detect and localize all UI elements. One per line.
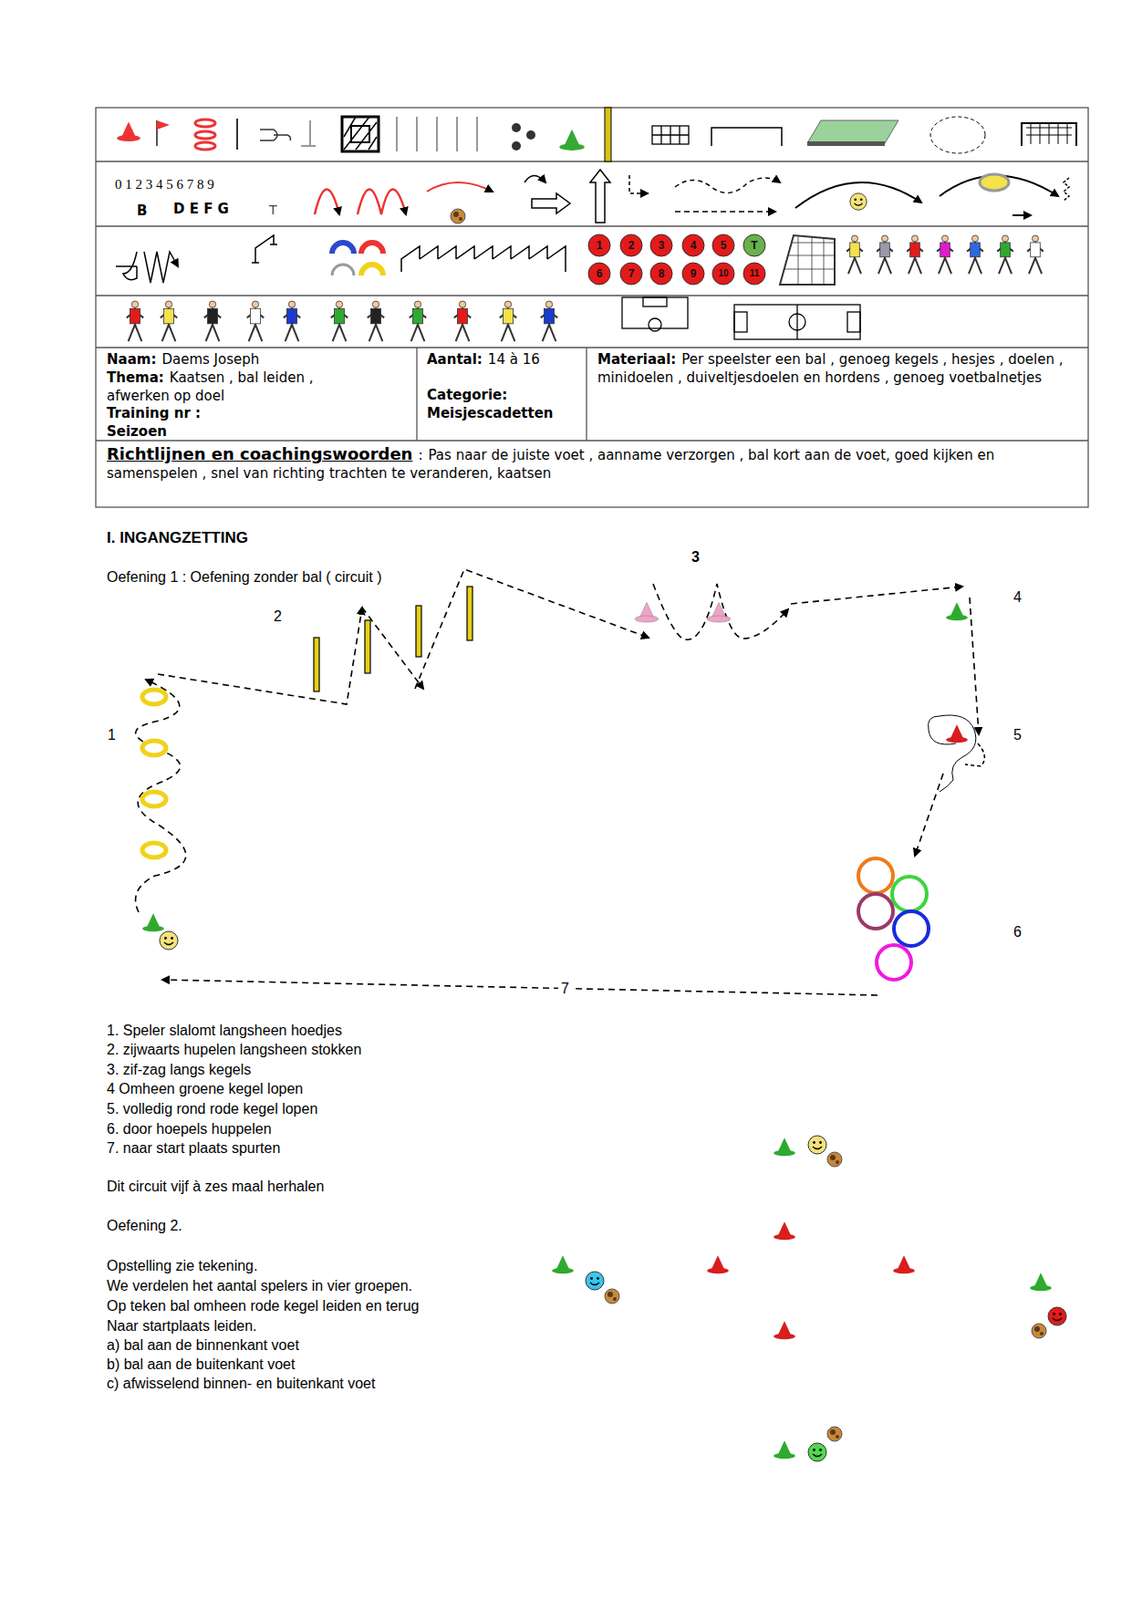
disc-number: 8 xyxy=(658,267,665,281)
text-label: 6 xyxy=(1013,923,1022,941)
disc-number: 6 xyxy=(596,267,603,281)
disc-number: 11 xyxy=(749,268,760,280)
info-text: Thema: xyxy=(106,369,165,386)
text-label: D E F G xyxy=(173,200,229,218)
disc-number: 9 xyxy=(690,267,697,281)
text-label: 5. volledig rond rode kegel lopen xyxy=(106,1100,318,1118)
rebound-net xyxy=(779,235,835,285)
disc-number: T xyxy=(750,238,758,252)
player-figure xyxy=(1027,235,1044,274)
player-figure xyxy=(367,301,385,342)
circuit-diagram xyxy=(135,569,986,996)
player-figure xyxy=(126,301,144,342)
text-label: 1. Speler slalomt langsheen hoedjes xyxy=(106,1021,343,1039)
poles xyxy=(313,586,473,692)
player-figure xyxy=(409,301,426,342)
disc-number: 7 xyxy=(628,267,635,281)
text-label: Oefening 2. xyxy=(106,1216,183,1235)
info-text: 14 à 16 xyxy=(488,351,541,368)
text-label: Oefening 1 : Oefening zonder bal ( circu… xyxy=(106,568,383,586)
player-figure xyxy=(499,301,517,342)
text-label: 4 Omheen groene kegel lopen xyxy=(106,1080,303,1098)
text-label: Naar startplaats leiden. xyxy=(106,1317,258,1335)
text-line: Thema:Kaatsen , bal leiden , afwerken op… xyxy=(106,368,381,406)
text-line: Materiaal:Per speelster een bal , genoeg… xyxy=(597,350,1081,387)
info-text: : xyxy=(417,446,423,464)
player-figure xyxy=(331,301,348,342)
player-figure xyxy=(247,301,264,342)
player-figure xyxy=(204,301,221,342)
player-figure xyxy=(540,301,558,342)
text-label: 5 xyxy=(1013,726,1022,744)
text-line: Naam: Daems Joseph xyxy=(106,350,408,369)
text-label: c) afwisselend binnen- en buitenkant voe… xyxy=(106,1374,375,1392)
disc-number: 5 xyxy=(720,238,727,252)
player-figure xyxy=(846,235,863,274)
text-label: Meisjescadetten xyxy=(426,405,554,422)
symbol-palette xyxy=(116,107,1077,162)
text-label: 3 xyxy=(691,548,700,566)
player-figure xyxy=(160,301,177,342)
marker-arcs xyxy=(332,242,384,276)
text-label: 4 xyxy=(1013,588,1022,606)
disc-number: 2 xyxy=(628,238,635,252)
info-text: Richtlijnen en coachingswoorden xyxy=(106,444,413,464)
disc-number: 3 xyxy=(658,238,665,252)
info-text: Materiaal: xyxy=(597,351,676,368)
text-label: We verdelen het aantal spelers in vier g… xyxy=(106,1277,413,1295)
text-label: B xyxy=(136,202,147,219)
text-label: 2 xyxy=(273,607,282,625)
text-line: Aantal: 14 à 16 xyxy=(426,350,582,369)
text-label: 7. naar start plaats spurten xyxy=(106,1139,281,1157)
disc-number: 4 xyxy=(690,238,697,252)
text-label: b) bal aan de buitenkant voet xyxy=(106,1355,295,1373)
text-label: 7 xyxy=(558,979,572,997)
info-text: Aantal: xyxy=(426,351,483,368)
text-label: Dit circuit vijf à zes maal herhalen xyxy=(106,1177,324,1195)
slalom-discs xyxy=(142,689,167,858)
text-label: a) bal aan de binnenkant voet xyxy=(106,1336,300,1354)
player-figure xyxy=(454,301,471,342)
header-table xyxy=(95,107,1089,508)
player-figure xyxy=(966,235,984,274)
text-label: Training nr : xyxy=(106,405,201,422)
disc-number: 10 xyxy=(717,268,728,280)
player-figure xyxy=(876,235,894,274)
text-label: Opstelling zie tekening. xyxy=(106,1256,258,1275)
text-label: T xyxy=(269,202,278,219)
disc-number: 1 xyxy=(596,238,603,252)
info-text: Naam: xyxy=(106,351,156,368)
hoops xyxy=(858,858,929,980)
text-label: 6. door hoepels huppelen xyxy=(106,1120,272,1138)
text-label: Categorie: xyxy=(426,386,508,404)
text-label: 0 1 2 3 4 5 6 7 8 9 xyxy=(114,176,215,193)
exercise-two-setup xyxy=(551,1135,1067,1462)
player-figure xyxy=(283,301,301,342)
player-figure xyxy=(906,235,924,274)
pitch-symbols xyxy=(622,297,861,340)
arrow-symbols xyxy=(314,169,1070,223)
text-label: I. INGANGZETTING xyxy=(106,529,249,548)
text-label: Op teken bal omheen rode kegel leiden en… xyxy=(106,1297,419,1315)
player-figure xyxy=(936,235,954,274)
text-label: Seizoen xyxy=(106,423,167,440)
red-cone-loop xyxy=(928,715,977,792)
text-label: 2. zijwaarts hupelen langsheen stokken xyxy=(106,1040,362,1059)
numbered-discs xyxy=(588,234,766,285)
info-text: Daems Joseph xyxy=(161,351,260,368)
text-line: Richtlijnen en coachingswoorden:Pas naar… xyxy=(106,445,1081,483)
text-label: 3. zif-zag langs kegels xyxy=(106,1060,251,1079)
player-figures xyxy=(126,235,1044,342)
movement-symbols xyxy=(115,235,566,283)
player-figure xyxy=(996,235,1014,274)
text-label: 1 xyxy=(107,726,116,744)
